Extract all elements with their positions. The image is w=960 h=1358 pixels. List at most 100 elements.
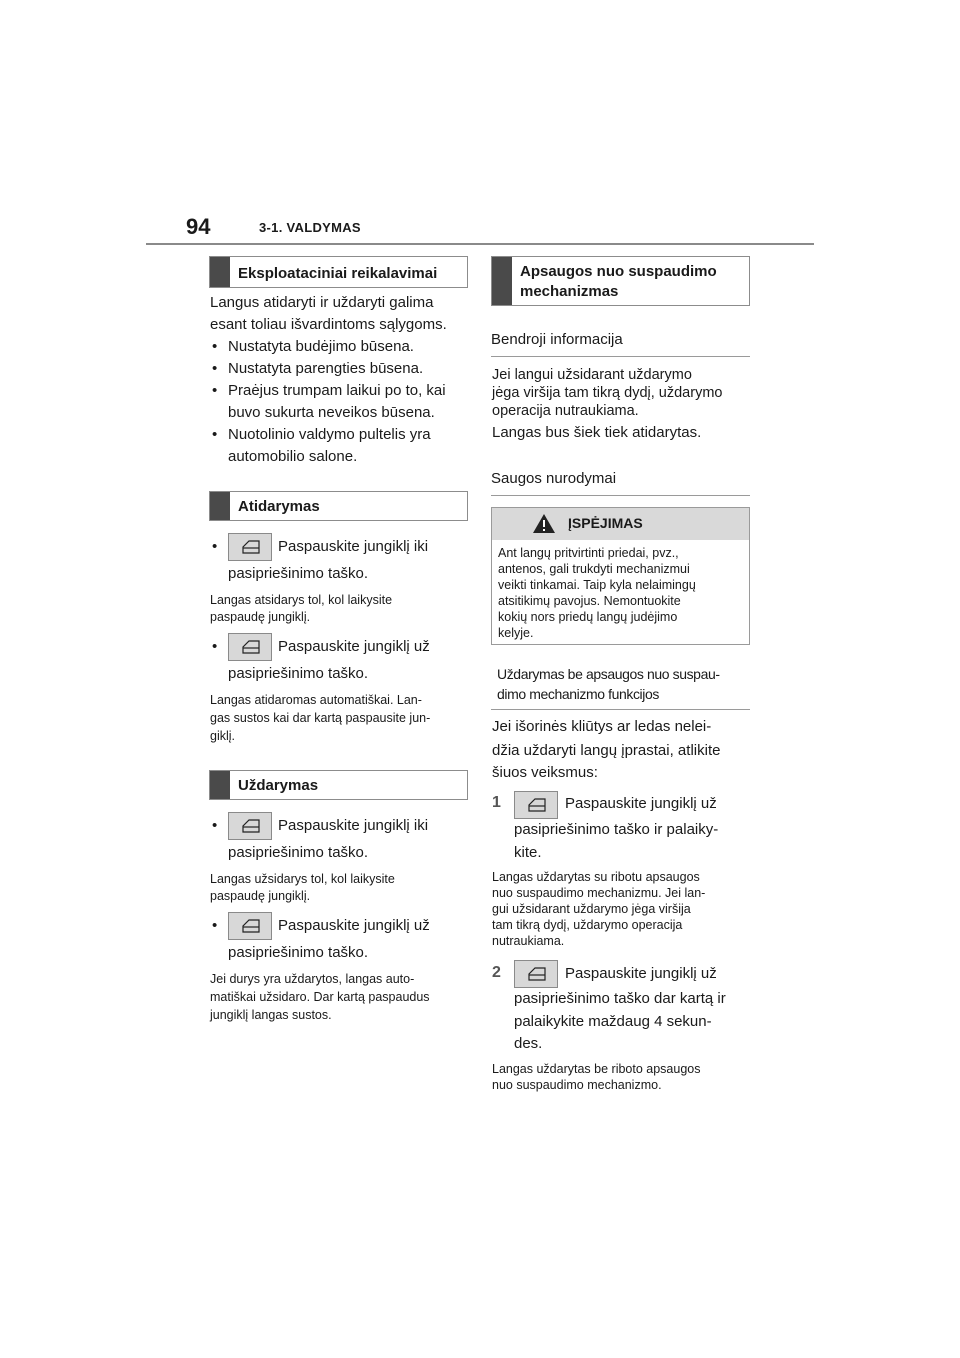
note-text: jungiklį langas sustos. [210, 1008, 332, 1022]
note-text: nuo suspaudimo mechanizmu. Jei lan- [492, 886, 706, 900]
instruction-text: pasipriešinimo taško. [228, 665, 369, 682]
step-text: Paspauskite jungiklį už [565, 795, 717, 812]
window-switch-icon [242, 919, 260, 933]
list-item-text: automobilio salone. [228, 448, 358, 465]
step-text: palaikykite maždaug 4 sekun- [514, 1013, 712, 1030]
note-text: tam tikrą dydį, uždarymo operacija [492, 918, 683, 932]
intro-line: Langus atidaryti ir uždaryti galima [210, 294, 434, 311]
window-switch-button [228, 812, 272, 840]
window-switch-button [228, 912, 272, 940]
instruction-text: Paspauskite jungiklį už [278, 917, 430, 934]
warning-line: antenos, gali trukdyti mechanizmui [498, 562, 690, 576]
paragraph-line: šiuos veiksmus: [492, 764, 598, 781]
note-text: giklį. [210, 729, 236, 743]
paragraph-line: Jei langui užsidarant uždarymo [492, 367, 692, 383]
list-item-text: Praėjus trumpam laikui po to, kai [228, 382, 446, 399]
bullet: • [212, 382, 218, 399]
section-header-closing: Uždarymas [209, 770, 468, 800]
warning-line: veikti tinkamai. Taip kyla nelaimingų [498, 578, 696, 592]
warning-line: kokių nors priedų langų judėjimo [498, 610, 678, 624]
step-text: des. [514, 1035, 543, 1052]
section-title-line: Apsaugos nuo suspaudimo [520, 263, 717, 280]
step-text: Paspauskite jungiklį už [565, 965, 717, 982]
bullet: • [212, 638, 218, 655]
intro-line: esant toliau išvardintoms sąlygoms. [210, 316, 447, 333]
instruction-text: pasipriešinimo taško. [228, 565, 369, 582]
note-text: nuo suspaudimo mechanizmo. [492, 1078, 662, 1092]
list-item-text: buvo sukurta neveikos būsena. [228, 404, 435, 421]
window-switch-icon [528, 967, 546, 981]
step-number: 1 [492, 794, 501, 811]
note-text: Langas atidaromas automatiškai. Lan- [210, 693, 422, 707]
paragraph-line: jėga viršija tam tikrą dydį, uždarymo [492, 385, 723, 401]
instruction-text: Paspauskite jungiklį iki [278, 538, 429, 555]
bullet: • [212, 360, 218, 377]
warning-body: Ant langų pritvirtinti priedai, pvz., an… [498, 545, 741, 641]
bullet: • [212, 817, 218, 834]
page-number: 94 [186, 214, 211, 239]
note-text: Langas uždarytas su ribotu apsaugos [492, 870, 700, 884]
subheading-general-info: Bendroji informacija [491, 329, 750, 357]
bullet: • [212, 338, 218, 355]
paragraph-line: Langas bus šiek tiek atidarytas. [492, 424, 702, 441]
bullet: • [212, 426, 218, 443]
warning-triangle-icon [533, 514, 555, 533]
note-text: paspaudę jungiklį. [210, 610, 311, 624]
list-item-text: Nustatyta parengties būsena. [228, 360, 424, 377]
note-text: Langas užsidarys tol, kol laikysite [210, 872, 395, 886]
bullet: • [212, 538, 218, 555]
section-header-opening: Atidarymas [209, 491, 468, 521]
section-marker [210, 257, 230, 287]
step-text: pasipriešinimo taško dar kartą ir [514, 990, 726, 1007]
section-header-operating-requirements: Eksploataciniai reikalavimai [209, 256, 468, 288]
header-rule [146, 243, 814, 245]
list-item-text: Nustatyta budėjimo būsena. [228, 338, 414, 355]
paragraph-line: operacija nutraukiama. [492, 403, 639, 419]
section-title: Atidarymas [238, 498, 320, 515]
section-marker [210, 771, 230, 799]
window-switch-icon [242, 540, 260, 554]
section-title: Uždarymas [238, 777, 319, 794]
subheading-line: Uždarymas be apsaugos nuo suspau- [497, 666, 720, 682]
note-text: Langas uždarytas be riboto apsaugos [492, 1062, 701, 1076]
subheading-closing-without-protection: Uždarymas be apsaugos nuo suspau- dimo m… [491, 660, 750, 710]
paragraph-line: Jei išorinės kliūtys ar ledas nelei- [492, 718, 712, 735]
note-text: Jei durys yra uždarytos, langas auto- [210, 972, 415, 986]
instruction-text: Paspauskite jungiklį už [278, 638, 430, 655]
bullet: • [212, 917, 218, 934]
list-item-text: Nuotolinio valdymo pultelis yra [228, 426, 431, 443]
note-text: gas sustos kai dar kartą paspausite jun- [210, 711, 431, 725]
paragraph-line: džia uždaryti langų įprastai, atlikite [492, 742, 721, 759]
window-switch-icon [242, 819, 260, 833]
step-text: pasipriešinimo taško ir palaiky- [514, 821, 719, 838]
instruction-text: Paspauskite jungiklį iki [278, 817, 429, 834]
warning-line: kelyje. [498, 626, 534, 640]
subheading-line: dimo mechanizmo funkcijos [497, 686, 659, 702]
section-marker [492, 257, 512, 305]
note-text: paspaudę jungiklį. [210, 889, 311, 903]
window-switch-button [514, 960, 558, 988]
warning-line: Ant langų pritvirtinti priedai, pvz., [498, 546, 679, 560]
section-title: Eksploataciniai reikalavimai [238, 265, 438, 282]
warning-header: ĮSPĖJIMAS [492, 508, 749, 540]
section-marker [210, 492, 230, 520]
note-text: gui užsidarant uždarymo jėga viršija [492, 902, 691, 916]
window-switch-button [228, 533, 272, 561]
step-number: 2 [492, 964, 501, 981]
step-text: kite. [514, 844, 542, 861]
warning-line: atsitikimų pavojus. Nemontuokite [498, 594, 681, 608]
note-text: Langas atsidarys tol, kol laikysite [210, 593, 393, 607]
warning-title: ĮSPĖJIMAS [568, 515, 643, 531]
instruction-text: pasipriešinimo taško. [228, 844, 369, 861]
instruction-text: pasipriešinimo taško. [228, 944, 369, 961]
warning-box: ĮSPĖJIMAS Ant langų pritvirtinti priedai… [491, 507, 750, 645]
note-text: matiškai užsidaro. Dar kartą paspaudus [210, 990, 430, 1004]
note-text: nutraukiama. [492, 934, 565, 948]
chapter-title: 3-1. VALDYMAS [259, 220, 361, 235]
window-switch-button [514, 791, 558, 819]
subheading-safety-notes: Saugos nurodymai [491, 468, 750, 496]
section-header-anti-pinch: Apsaugos nuo suspaudimo mechanizmas [491, 256, 750, 306]
window-switch-icon [528, 798, 546, 812]
section-title-line: mechanizmas [520, 283, 619, 300]
window-switch-icon [242, 640, 260, 654]
